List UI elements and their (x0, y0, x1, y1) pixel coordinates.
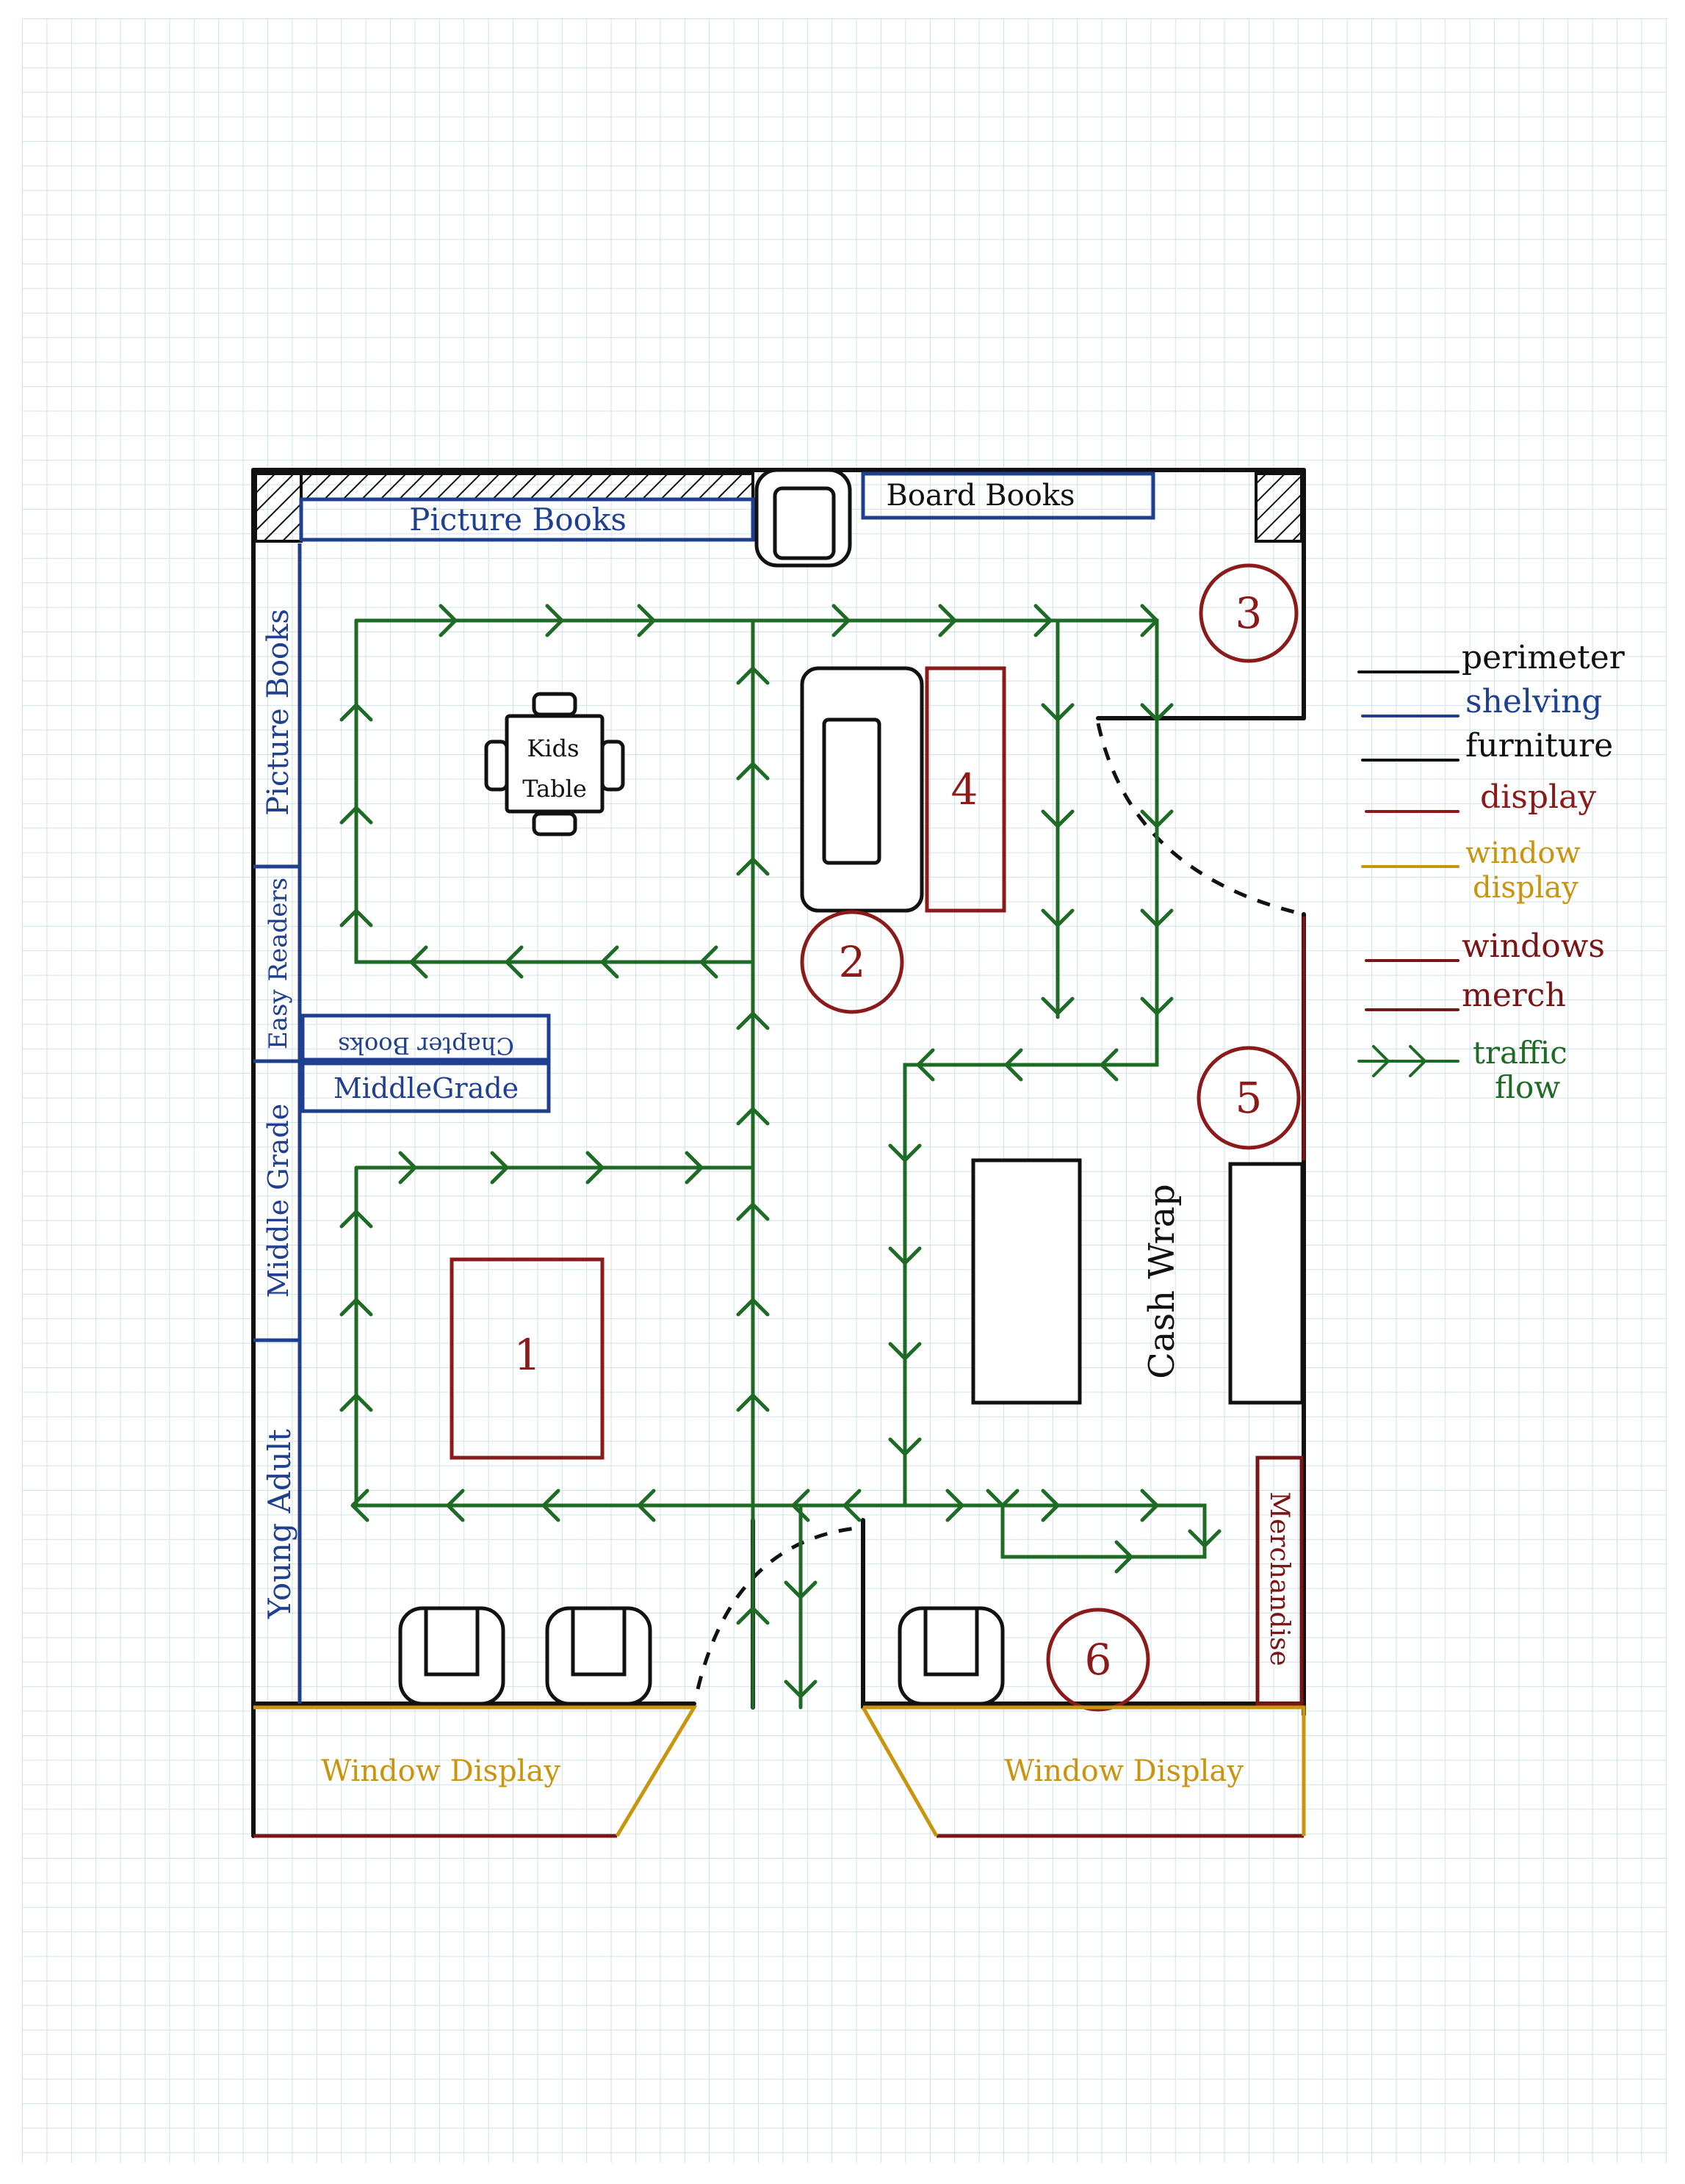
back-counter (1228, 1162, 1305, 1405)
display-number-6: 6 (1085, 1635, 1112, 1685)
label-board-books: Board Books (886, 479, 1075, 513)
label-picture-books-top: Picture Books (409, 502, 627, 538)
label-merchandise: Merchandise (1264, 1491, 1294, 1666)
chair-top (754, 468, 852, 568)
armchair-3 (898, 1606, 1005, 1706)
shelf-board-books (861, 471, 1155, 520)
merchandise-shelf (1255, 1456, 1304, 1706)
display-circle-2 (800, 910, 904, 1014)
label-middle-grade-side: Middle Grade (262, 1104, 295, 1298)
legend-label-window-display-2: display (1473, 871, 1578, 905)
label-window-display-left: Window Display (321, 1754, 560, 1788)
legend-label-perimeter: perimeter (1462, 639, 1626, 676)
label-middle-grade-shelf: MiddleGrade (333, 1072, 519, 1104)
legend-label-traffic-2: flow (1495, 1069, 1560, 1105)
label-picture-books-side: Picture Books (261, 609, 295, 816)
entry-door-swing (696, 1525, 864, 1690)
kids-table (484, 692, 625, 836)
back-room-door-swing (1096, 723, 1305, 916)
display-number-1: 1 (514, 1330, 541, 1380)
window-display-left (253, 1705, 698, 1837)
legend-label-window-display-1: window (1465, 836, 1581, 870)
furniture (398, 468, 1305, 1706)
shelf-middle-grade (300, 1061, 551, 1113)
shelving (253, 471, 1155, 1704)
legend-label-display: display (1480, 778, 1596, 816)
shelf-chapter-books (300, 1013, 551, 1062)
legend-label-merch: merch (1462, 977, 1566, 1014)
label-chapter-books: Chapter Books (338, 1032, 514, 1060)
display-number-3: 3 (1235, 588, 1263, 638)
label-easy-readers: Easy Readers (264, 878, 293, 1049)
display-number-4: 4 (951, 764, 978, 814)
displays (450, 563, 1301, 1712)
legend-label-traffic-1: traffic (1473, 1035, 1567, 1071)
display-table-4 (925, 666, 1006, 913)
window-display-right (861, 1705, 1306, 1837)
traffic-arrows (339, 604, 1222, 1699)
shelf-picture-books-top (299, 497, 755, 542)
display-circle-5 (1197, 1046, 1301, 1150)
window-displays (253, 1705, 1306, 1837)
label-kids-table-2: Table (522, 775, 587, 803)
legend-traffic-arrow-2 (1409, 1045, 1427, 1077)
label-cash-wrap: Cash Wrap (1141, 1184, 1183, 1379)
legend-label-shelving: shelving (1465, 683, 1602, 720)
display-number-5: 5 (1235, 1073, 1263, 1123)
display-circle-3 (1199, 563, 1299, 663)
label-kids-table-1: Kids (527, 734, 579, 762)
label-young-adult: Young Adult (261, 1429, 297, 1619)
sofa (800, 666, 924, 913)
display-numbers: 1 2 3 4 5 6 (514, 588, 1263, 1685)
hatched-wall-top (300, 472, 754, 501)
legend-traffic-arrow-1 (1372, 1045, 1390, 1077)
legend-label-furniture: furniture (1465, 727, 1613, 764)
legend-label-windows: windows (1462, 928, 1605, 965)
flow-top-loop (354, 618, 1159, 1508)
windows-and-merch (253, 916, 1306, 1838)
label-window-display-right: Window Display (1004, 1754, 1244, 1788)
graph-paper (22, 18, 1667, 2163)
display-table-1 (450, 1257, 605, 1460)
armchair-1 (398, 1606, 505, 1706)
hatched-column-left (254, 472, 303, 543)
armchair-2 (545, 1606, 652, 1706)
display-circle-6 (1046, 1608, 1150, 1712)
traffic-flow (354, 618, 1207, 1710)
hatched-column-right (1255, 472, 1303, 543)
cash-wrap-counter (971, 1158, 1082, 1405)
display-number-2: 2 (839, 937, 866, 987)
flow-top-left (354, 618, 755, 964)
flow-lower-loop (354, 1165, 1207, 1559)
legend: perimeter shelving furniture display win… (1357, 639, 1626, 1105)
